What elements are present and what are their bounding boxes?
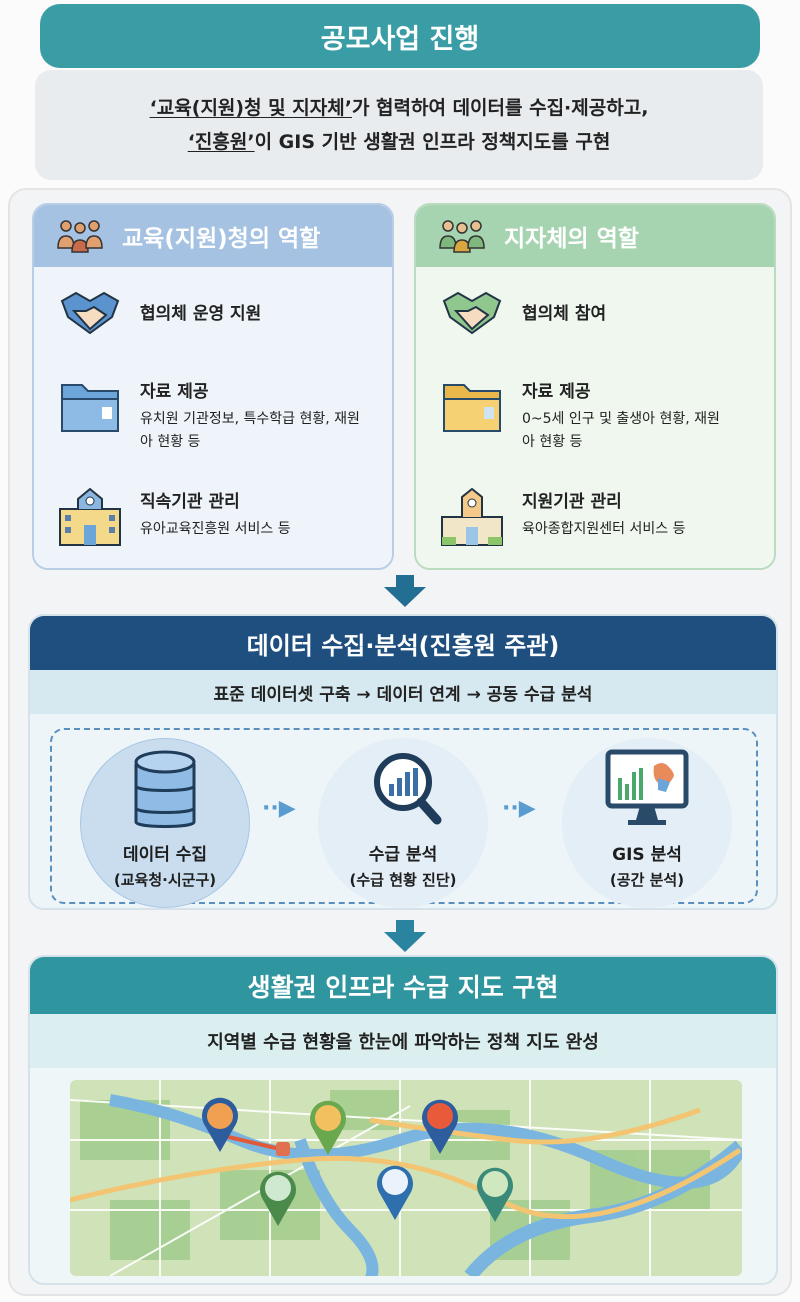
flow-arrow-icon: ··▶	[262, 796, 296, 821]
map-pin-icon	[377, 1165, 413, 1220]
people-icon	[439, 220, 485, 253]
intro-box: ‘교육(지원)청 및 지자체’가 협력하여 데이터를 수집·제공하고, ‘진흥원…	[35, 70, 763, 180]
data-section-subtitle: 표준 데이터셋 구축 → 데이터 연계 → 공동 수급 분석	[30, 670, 776, 714]
handshake-icon	[60, 291, 120, 335]
map-section: 생활권 인프라 수급 지도 구현 지역별 수급 현황을 한눈에 파악하는 정책 …	[28, 955, 778, 1285]
education-item-title: 자료 제공	[140, 382, 209, 402]
folder-icon	[443, 384, 501, 432]
step-name: 데이터 수집	[122, 845, 208, 865]
intro-highlight-2: ‘진흥원’	[187, 131, 255, 153]
education-item-title: 직속기관 관리	[140, 492, 240, 512]
step-data-collection: 데이터 수집 (교육청·시군구)	[80, 738, 250, 908]
intro-text-2: 이 GIS 기반 생활권 인프라 정책지도를 구현	[254, 131, 611, 153]
step-name: GIS 분석	[612, 845, 682, 865]
step-sub: (교육청·시군구)	[113, 871, 217, 889]
data-section-title: 데이터 수집·분석(진흥원 주관)	[30, 616, 776, 670]
local-gov-item-desc: 육아종합지원센터 서비스 등	[522, 521, 686, 537]
building-icon	[441, 487, 503, 546]
database-icon	[134, 750, 196, 828]
down-arrow-icon	[384, 575, 426, 607]
local-gov-title: 지자체의 역할	[504, 226, 639, 252]
intro-text-1: 가 협력하여 데이터를 수집·제공하고,	[351, 97, 649, 119]
step-name: 수급 분석	[368, 845, 438, 865]
local-gov-item-title: 협의체 참여	[522, 303, 607, 324]
route-marker-icon	[276, 1142, 290, 1156]
flow-arrow-icon: ··▶	[502, 796, 536, 821]
local-gov-item-desc: 0~5세 인구 및 출생아 현황, 재원아 현황 등	[522, 411, 720, 450]
local-gov-item-title: 자료 제공	[522, 382, 591, 402]
magnifier-chart-icon	[374, 753, 442, 825]
education-item-desc: 유치원 기관정보, 특수학급 현황, 재원아 현황 등	[140, 411, 360, 450]
education-item-title: 협의체 운영 지원	[140, 303, 262, 324]
map-pin-icon	[476, 1167, 513, 1222]
map-section-title: 생활권 인프라 수급 지도 구현	[30, 957, 776, 1014]
policy-map	[70, 1080, 742, 1276]
step-gis-analysis: GIS 분석 (공간 분석)	[562, 738, 732, 908]
down-arrow-icon	[384, 920, 426, 952]
map-section-subtitle: 지역별 수급 현황을 한눈에 파악하는 정책 지도 완성	[30, 1014, 776, 1068]
education-office-title: 교육(지원)청의 역할	[122, 226, 321, 252]
monitor-map-icon	[605, 749, 689, 825]
education-item-desc: 유아교육진흥원 서비스 등	[140, 521, 291, 537]
local-gov-card: 지자체의 역할 협의체 참여 자료 제공 0~5세 인구 및 출생아 현황, 재원…	[414, 203, 776, 570]
step-sub: (수급 현황 진단)	[349, 871, 457, 889]
handshake-icon	[442, 291, 502, 335]
map-pin-icon	[260, 1171, 296, 1226]
building-icon	[59, 487, 121, 546]
map-pin-icon	[202, 1097, 238, 1152]
people-icon	[57, 220, 103, 253]
map-pin-icon	[310, 1100, 346, 1155]
data-analysis-section: 데이터 수집·분석(진흥원 주관) 표준 데이터셋 구축 → 데이터 연계 → …	[28, 614, 778, 910]
page-title: 공모사업 진행	[40, 4, 760, 68]
map-pin-icon	[422, 1099, 458, 1154]
folder-icon	[61, 384, 119, 432]
local-gov-item-title: 지원기관 관리	[522, 492, 622, 512]
step-sub: (공간 분석)	[609, 871, 685, 889]
step-supply-analysis: 수급 분석 (수급 현황 진단)	[318, 738, 488, 908]
intro-highlight-1: ‘교육(지원)청 및 지자체’	[149, 97, 352, 119]
